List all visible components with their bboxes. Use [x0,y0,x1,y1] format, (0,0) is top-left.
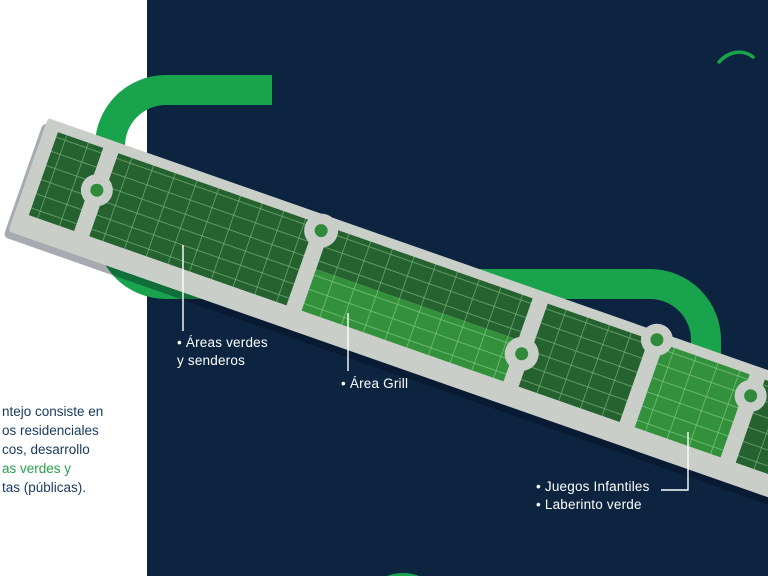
lot-block [735,379,768,480]
swoosh-stroke [717,50,755,64]
callout-juegos: • Juegos Infantiles • Laberinto verde [536,478,650,514]
callout-juegos-line2: • Laberinto verde [536,497,642,512]
callout-area-grill-label: • Área Grill [341,376,409,391]
about-line: tas (públicas). [2,480,87,495]
lot-block-playground-area [634,344,750,458]
culdesac-circle [304,213,339,248]
callout-area-grill: • Área Grill [341,375,408,393]
callout-areas-verdes-line2: y senderos [177,353,246,368]
culdesac-circle [734,379,767,412]
lot-block-grill-area [301,269,519,382]
lot-block [28,132,104,231]
culdesac-circle [80,174,113,207]
callout-juegos-line1: • Juegos Infantiles [536,479,650,494]
about-line: ntejo consiste en [2,404,104,419]
about-line: cos, desarrollo [2,442,90,457]
lot-block [518,303,649,423]
about-line: os residenciales [2,423,99,438]
callout-areas-verdes-line1: • Áreas verdes [177,335,268,350]
bottom-logo-shape [387,573,419,576]
culdesac-circle [504,336,539,371]
callout-areas-verdes: • Áreas verdes y senderos [177,334,268,370]
lot-block [316,227,533,340]
callout-line-juegos [661,432,689,491]
about-line-highlight: as verdes y [2,461,72,476]
about-paragraph: ntejo consiste en os residenciales cos, … [2,402,103,497]
lot-block [89,153,316,306]
culdesac-circle [640,323,673,356]
